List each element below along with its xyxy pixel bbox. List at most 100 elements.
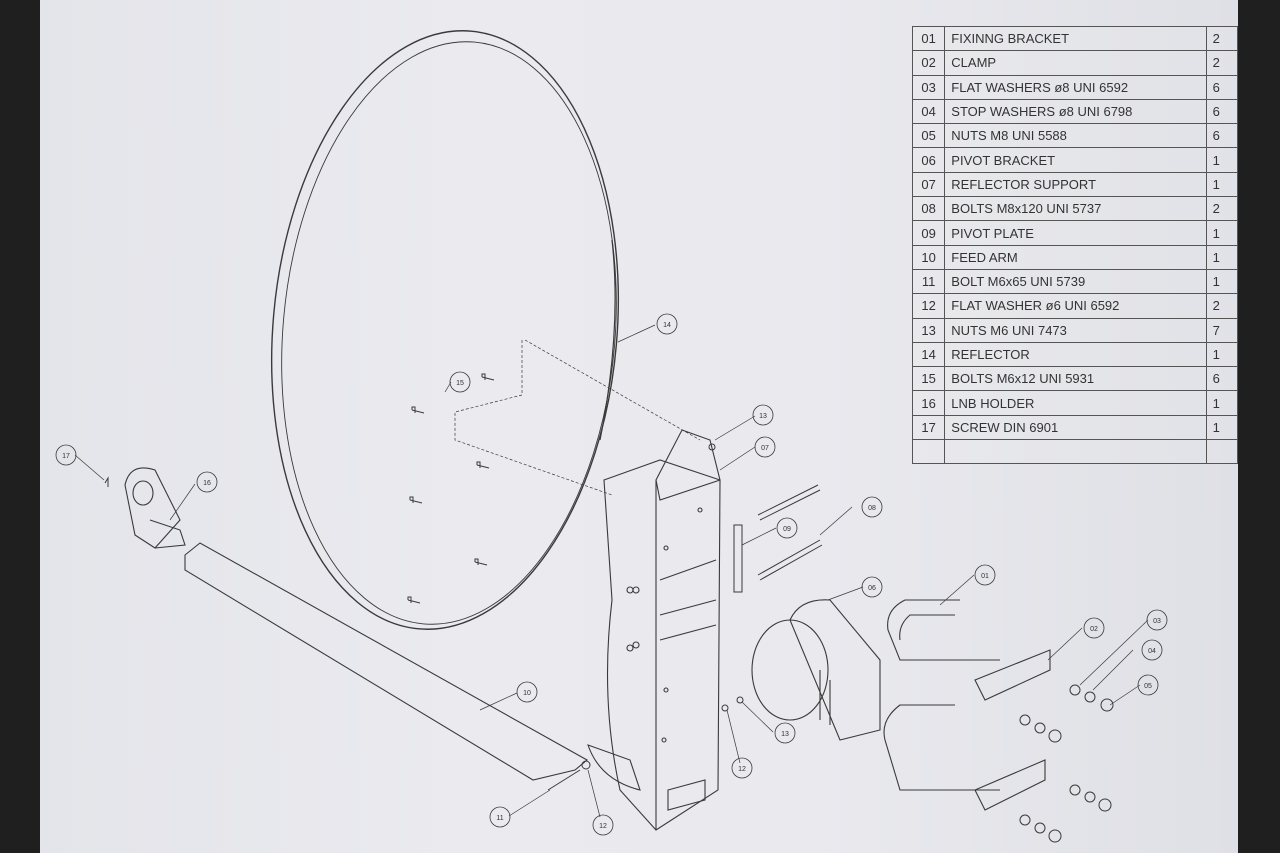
part-quantity: 6: [1205, 74, 1239, 100]
part-quantity: 7: [1205, 317, 1239, 343]
reflector-dish: [270, 30, 620, 630]
washers-and-nuts: [1019, 684, 1114, 843]
part-quantity: 2: [1205, 50, 1239, 76]
part-quantity: 2: [1205, 293, 1239, 319]
part-number: 08: [911, 196, 946, 222]
part-quantity: [1205, 439, 1239, 465]
callout-03: 03: [1153, 618, 1161, 625]
callout-bubbles: [55, 313, 1168, 836]
callout-08: 08: [868, 505, 876, 512]
callout-15: 15: [456, 380, 464, 387]
callout-12-pivot: 12: [738, 766, 746, 773]
callout-04: 04: [1148, 648, 1156, 655]
part-number: 16: [911, 390, 946, 416]
part-quantity: 1: [1205, 244, 1239, 270]
part-description: FIXINNG BRACKET: [944, 25, 1207, 52]
part-number: 09: [911, 220, 946, 246]
callout-07: 07: [761, 445, 769, 452]
feed-arm: [184, 542, 588, 781]
part-number: 12: [911, 293, 946, 319]
pivot-plate: [733, 524, 743, 593]
callout-13-top: 13: [759, 413, 767, 420]
alignment-line: [454, 339, 701, 496]
part-number: 07: [911, 171, 946, 198]
callout-05: 05: [1144, 683, 1152, 690]
part-description: FLAT WASHERS ø8 UNI 6592: [944, 74, 1207, 100]
part-description: PIVOT BRACKET: [944, 147, 1207, 173]
part-description: FEED ARM: [944, 244, 1207, 270]
part-number: 10: [911, 244, 946, 270]
part-description: PIVOT PLATE: [944, 220, 1207, 246]
part-description: SCREW DIN 6901: [944, 414, 1207, 441]
part-number: 17: [911, 414, 946, 441]
part-quantity: 1: [1205, 171, 1239, 198]
part-description: BOLTS M6x12 UNI 5931: [944, 366, 1207, 392]
part-number: 14: [911, 341, 946, 368]
part-description: NUTS M6 UNI 7473: [944, 317, 1207, 343]
part-description: [944, 439, 1207, 465]
lnb-holder: [124, 467, 186, 549]
parts-list-row: [911, 439, 1239, 465]
small-fasteners: [104, 443, 744, 791]
part-description: FLAT WASHER ø6 UNI 6592: [944, 293, 1207, 319]
callout-09: 09: [783, 526, 791, 533]
part-description: BOLT M6x65 UNI 5739: [944, 268, 1207, 295]
callout-10: 10: [523, 690, 531, 697]
part-number: 01: [911, 25, 946, 52]
callout-11: 11: [496, 815, 503, 822]
callout-02: 02: [1090, 626, 1098, 633]
part-number: 02: [911, 50, 946, 76]
part-number: 05: [911, 123, 946, 149]
callout-06: 06: [868, 585, 876, 592]
long-bolts: [757, 484, 823, 581]
part-description: REFLECTOR: [944, 341, 1207, 368]
drawing-sheet: 01 02 03 04 05 06 07 08 09 10 11 12 12 1…: [40, 0, 1239, 853]
part-description: CLAMP: [944, 50, 1207, 76]
part-quantity: 6: [1205, 98, 1239, 125]
callout-12-bolt: 12: [599, 823, 607, 830]
part-number: 11: [911, 268, 946, 295]
callout-14: 14: [663, 322, 671, 329]
part-description: NUTS M8 UNI 5588: [944, 123, 1207, 149]
part-quantity: 6: [1205, 366, 1239, 392]
part-quantity: 1: [1205, 390, 1239, 416]
part-description: LNB HOLDER: [944, 390, 1207, 416]
part-quantity: 1: [1205, 268, 1239, 295]
callout-13-side: 13: [781, 731, 789, 738]
part-number: 06: [911, 147, 946, 173]
pivot-bracket: [751, 599, 881, 741]
part-quantity: 1: [1205, 220, 1239, 246]
part-description: BOLTS M8x120 UNI 5737: [944, 196, 1207, 222]
part-quantity: 2: [1205, 196, 1239, 222]
callout-01: 01: [981, 573, 989, 580]
part-quantity: 1: [1205, 414, 1239, 441]
part-quantity: 2: [1205, 25, 1239, 52]
part-description: REFLECTOR SUPPORT: [944, 171, 1207, 198]
part-number: 13: [911, 317, 946, 343]
part-description: STOP WASHERS ø8 UNI 6798: [944, 98, 1207, 125]
part-quantity: 1: [1205, 341, 1239, 368]
part-number: [911, 439, 946, 465]
clamps: [974, 649, 1051, 811]
callout-17: 17: [62, 453, 70, 460]
part-quantity: 6: [1205, 123, 1239, 149]
leader-lines: [74, 324, 1149, 818]
part-number: 15: [911, 366, 946, 392]
